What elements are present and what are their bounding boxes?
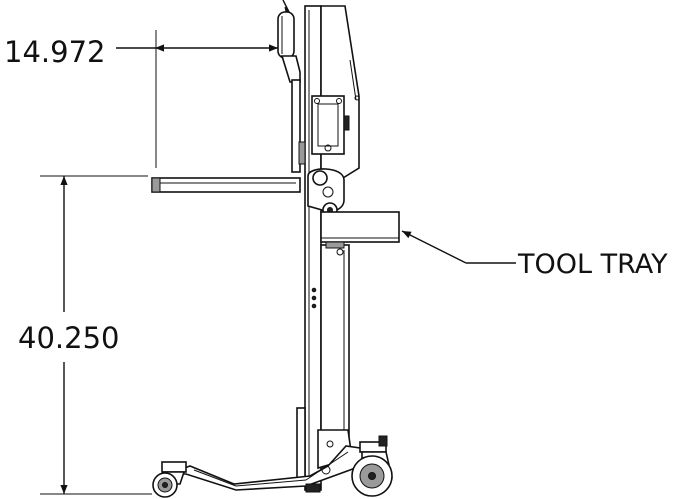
carriage-pin (322, 186, 334, 198)
platform-lip (151, 177, 161, 193)
housing-bolt (354, 95, 360, 101)
tool-tray (320, 211, 400, 243)
front-caster-axle (162, 482, 168, 488)
control-box-panel (317, 103, 339, 147)
tool-tray-bolt (336, 248, 344, 256)
rear-lower-strip (296, 407, 306, 485)
mast-hole-2 (311, 295, 317, 301)
handle-grip (277, 11, 295, 59)
rear-caster-brake (378, 435, 388, 447)
dimension-top-offset-text: 14.972 (4, 35, 105, 69)
base-bracket-bolt (326, 440, 334, 448)
mast-front (304, 5, 322, 491)
carriage-roller (312, 170, 328, 186)
rear-caster-axle (368, 472, 376, 480)
handle-bar (291, 79, 301, 173)
handle-clamp (298, 141, 306, 165)
base-frame-line-1 (193, 469, 237, 487)
handle-bracket (280, 55, 301, 83)
dimension-platform-height: 40.250 (18, 175, 152, 495)
callout-tool-tray-text: TOOL TRAY (517, 249, 668, 280)
base-frame-bolt (321, 465, 331, 475)
dimension-platform-height-text: 40.250 (18, 321, 119, 355)
lower-mast-tube (320, 244, 350, 451)
base-frame-line-2 (235, 479, 307, 487)
control-box-screw-2 (336, 98, 342, 104)
control-box-switch (343, 115, 350, 131)
mast-hole-1 (311, 287, 317, 293)
callout-tool-tray: TOOL TRAY (401, 230, 668, 280)
tool-tray-bracket (325, 241, 345, 249)
control-box-knob (324, 144, 332, 152)
mast-hole-3 (311, 303, 317, 309)
front-caster-plate (161, 461, 187, 473)
dimension-top-offset: 14.972 (4, 30, 278, 168)
callout-leader (401, 230, 467, 264)
lift-machine (151, 0, 400, 498)
control-box-screw-1 (314, 98, 320, 104)
housing-edge (349, 59, 357, 101)
mast-foot (305, 483, 321, 493)
platform (151, 177, 301, 193)
